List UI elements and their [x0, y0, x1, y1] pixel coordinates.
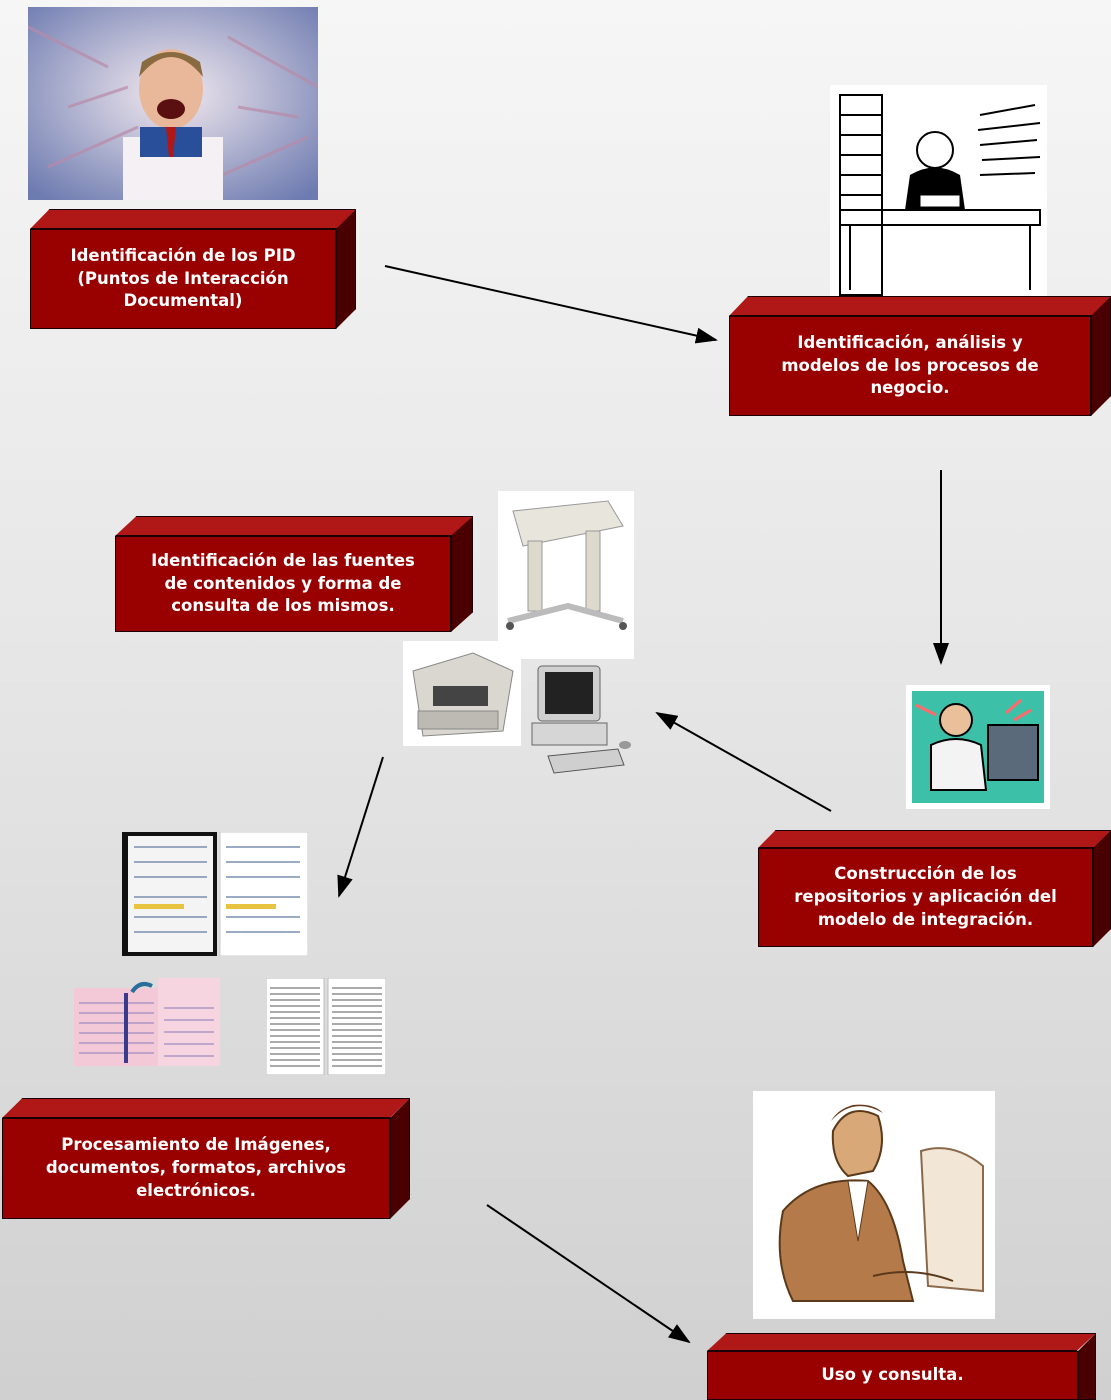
pink-form-documents-image [74, 978, 220, 1066]
overworked-man-at-desk-clipart [830, 85, 1047, 297]
step-box-uso: Uso y consulta. [707, 1333, 1096, 1400]
text-document-pages [266, 978, 386, 1075]
stressed-man-in-papers-photo [28, 7, 318, 200]
step-label-procesamiento: Procesamiento de Imágenes,documentos, fo… [2, 1118, 390, 1219]
step-box-pid: Identificación de los PID(Puntos de Inte… [30, 209, 356, 329]
step-label-pid: Identificación de los PID(Puntos de Inte… [30, 229, 336, 329]
man-at-computer-clipart [906, 685, 1050, 809]
office-copier-photo [403, 641, 521, 746]
arrow-pid-to-procesos [384, 265, 718, 344]
desktop-computer-photo [528, 661, 634, 779]
man-using-computer-clipart [753, 1091, 995, 1319]
arrow-repositorios-to-fuentes [655, 712, 832, 812]
wide-format-printer-photo [498, 491, 634, 659]
arrow-procesamiento-to-uso [486, 1204, 691, 1344]
step-label-uso: Uso y consulta. [707, 1351, 1078, 1400]
step-box-procesamiento: Procesamiento de Imágenes,documentos, fo… [2, 1098, 410, 1219]
scanned-form-documents [122, 832, 308, 956]
arrow-fuentes-to-procesamiento [337, 756, 384, 898]
